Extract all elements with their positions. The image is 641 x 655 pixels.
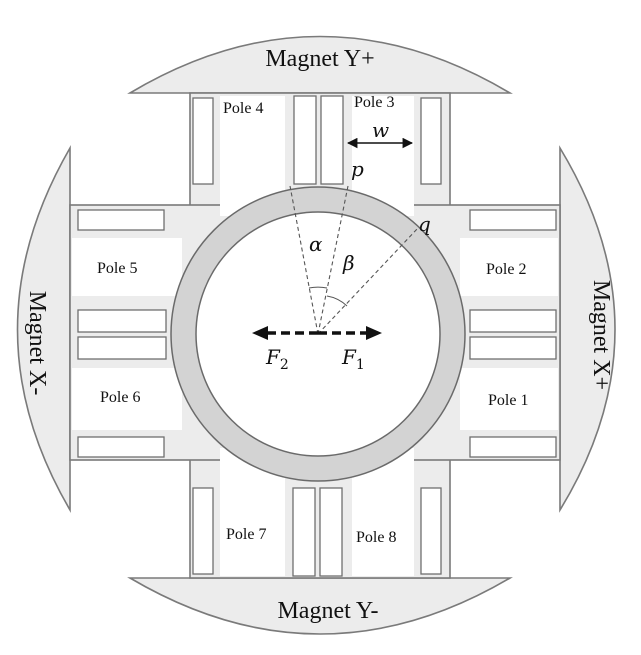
coil-pole8 — [420, 487, 442, 575]
magnet-left-label: Magnet X- — [24, 291, 50, 396]
symbol-alpha: α — [309, 232, 323, 256]
symbol-p: p — [351, 157, 364, 181]
magnet-right-label: Magnet X+ — [588, 280, 614, 390]
force-f2-label: F2 — [265, 345, 289, 373]
coil-pole5 — [77, 209, 165, 231]
force-f1-subscript: 1 — [356, 357, 365, 373]
coil-bottom-b — [319, 487, 343, 577]
gap-right-top — [460, 238, 558, 296]
force-f2-subscript: 2 — [280, 357, 289, 373]
coil-top-a — [293, 95, 317, 185]
force-f2-letter: F — [265, 345, 281, 369]
pole-8-label: Pole 8 — [356, 529, 396, 546]
magnet-bottom-body — [127, 577, 513, 635]
pole-6-label: Pole 6 — [100, 389, 140, 406]
coil-pole7 — [192, 487, 214, 575]
pole-1-label: Pole 1 — [488, 392, 528, 409]
pole-7-label: Pole 7 — [226, 526, 266, 543]
line-q — [317, 227, 419, 335]
magnet-right-body — [559, 145, 616, 513]
symbol-q: q — [418, 212, 431, 236]
coil-left-b — [77, 336, 167, 360]
magnet-bottom-label: Magnet Y- — [277, 598, 378, 624]
force-f2-head — [252, 326, 268, 340]
coil-pole6 — [77, 436, 165, 458]
magnet-top-body — [127, 35, 513, 94]
coil-top-b — [320, 95, 344, 185]
symbol-beta: β — [342, 251, 355, 275]
coil-bottom-a — [292, 487, 316, 577]
magnet-left-body — [16, 145, 71, 513]
symbol-w: w — [372, 118, 389, 142]
pole-5-label: Pole 5 — [97, 260, 137, 277]
gap-left-top — [72, 238, 182, 296]
force-f1-letter: F — [341, 345, 357, 369]
pole-2-label: Pole 2 — [486, 261, 526, 278]
coil-left-a — [77, 309, 167, 333]
force-f1-label: F1 — [341, 345, 365, 373]
arc-alpha — [308, 286, 328, 289]
coil-pole1 — [469, 436, 557, 458]
pole-4-label: Pole 4 — [223, 100, 263, 117]
force-f1-head — [366, 326, 382, 340]
pole-3-label: Pole 3 — [354, 94, 394, 111]
coil-pole4 — [192, 97, 214, 185]
coil-pole3 — [420, 97, 442, 185]
gap-left-bottom — [72, 368, 182, 430]
force-arrows — [252, 326, 382, 340]
gap-right-bottom — [460, 368, 558, 430]
arc-beta — [326, 295, 348, 307]
magnet-top-label: Magnet Y+ — [265, 46, 374, 72]
coil-pole2 — [469, 209, 557, 231]
coil-slots — [77, 95, 557, 577]
coil-right-a — [469, 309, 557, 333]
coil-right-b — [469, 336, 557, 360]
angle-lines — [289, 185, 419, 335]
